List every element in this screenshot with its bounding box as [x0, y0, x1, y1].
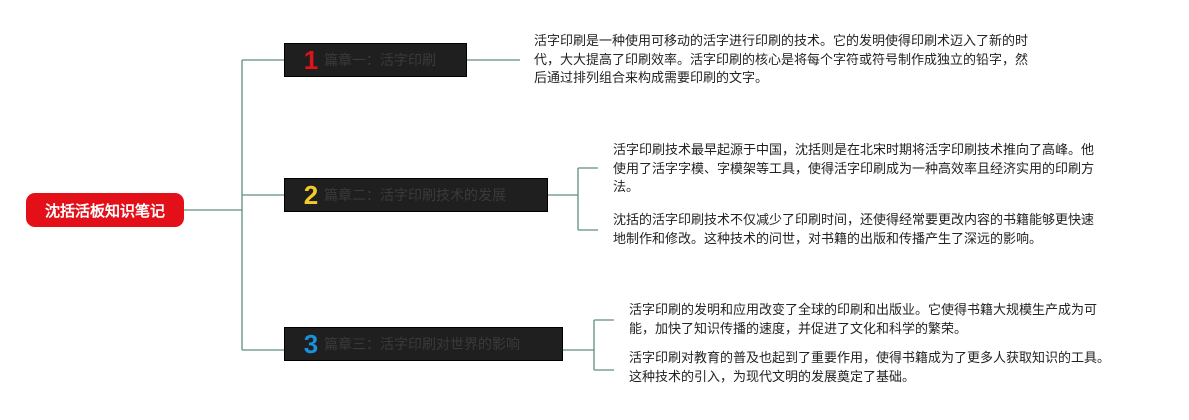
root-topic-label: 沈括活板知识笔记 [44, 201, 165, 220]
branch-2-note-2: 沈括的活字印刷技术不仅减少了印刷时间，还使得经常要更改内容的书籍能够更快速地制作… [613, 213, 1095, 247]
branch-topic-2-label: 篇章二：活字印刷技术的发展 [324, 188, 506, 204]
number-2-icon: 2 [303, 180, 319, 210]
branch-3-note-1: 活字印刷的发明和应用改变了全球的印刷和出版业。它使得书籍大规模生产成为可能，加快… [629, 303, 1098, 337]
branch-2-note-1: 活字印刷技术最早起源于中国，沈括则是在北宋时期将活字印刷技术推向了高峰。他使用了… [613, 143, 1095, 195]
branch-topic-1[interactable]: 1 篇章一：活字印刷 [284, 43, 467, 77]
branch-topic-3[interactable]: 3 篇章三：活字印刷对世界的影响 [284, 327, 563, 361]
branch-topic-2[interactable]: 2 篇章二：活字印刷技术的发展 [284, 178, 548, 212]
root-topic[interactable]: 沈括活板知识笔记 [26, 193, 184, 227]
number-3-icon: 3 [303, 329, 319, 359]
branch-topic-3-label: 篇章三：活字印刷对世界的影响 [324, 337, 520, 353]
branch-topic-1-label: 篇章一：活字印刷 [324, 53, 436, 69]
branch-1-note-1: 活字印刷是一种使用可移动的活字进行印刷的技术。它的发明使得印刷术迈入了新的时代，… [534, 34, 1029, 86]
number-1-icon: 1 [303, 45, 319, 75]
branch-3-note-2: 活字印刷对教育的普及也起到了重要作用，使得书籍成为了更多人获取知识的工具。这种技… [629, 351, 1111, 385]
